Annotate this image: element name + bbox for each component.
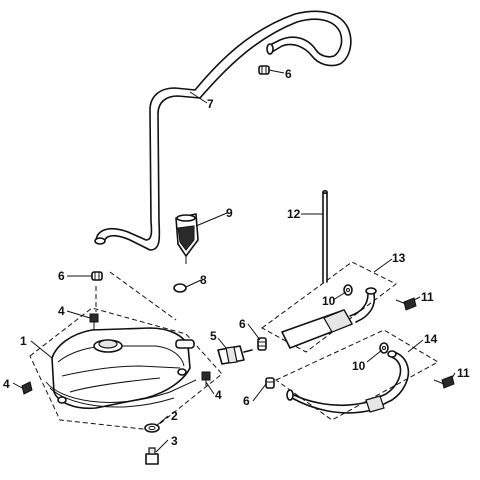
callout-12: 12 bbox=[287, 207, 301, 221]
callout-6-top: 6 bbox=[285, 67, 292, 81]
callout-4-left: 4 bbox=[3, 377, 10, 391]
washer-10-upper bbox=[343, 284, 353, 296]
hose-clip-6-left bbox=[91, 271, 103, 281]
o-ring-8 bbox=[173, 283, 187, 293]
callout-5: 5 bbox=[210, 329, 217, 343]
hose-clip-6-mid bbox=[257, 337, 267, 351]
callout-11-lower: 11 bbox=[457, 366, 470, 380]
fuel-cap-9 bbox=[175, 213, 199, 264]
breather-hose-7 bbox=[94, 10, 352, 251]
vent-rod-12 bbox=[322, 190, 328, 283]
callout-3: 3 bbox=[171, 434, 178, 448]
callout-14: 14 bbox=[424, 332, 438, 346]
bolt-11-lower bbox=[433, 375, 455, 389]
callout-2: 2 bbox=[171, 409, 178, 423]
washer-10-lower bbox=[379, 342, 389, 354]
drain-bolt-3 bbox=[145, 447, 159, 465]
fuel-pipe-assembly-13 bbox=[261, 261, 397, 353]
bolt-4-top bbox=[89, 313, 99, 330]
bolt-11-upper bbox=[395, 297, 417, 311]
callout-9: 9 bbox=[226, 206, 233, 220]
callout-6-low: 6 bbox=[243, 394, 250, 408]
callout-6-left: 6 bbox=[58, 269, 65, 283]
fuel-pipe-assembly-14 bbox=[275, 329, 440, 421]
callouts: 6 7 9 8 12 13 10 11 6 6 4 1 4 5 4 2 3 6 … bbox=[3, 67, 470, 448]
fuel-tank-1 bbox=[29, 271, 223, 431]
callout-4-right: 4 bbox=[215, 388, 222, 402]
callout-4-top: 4 bbox=[58, 304, 65, 318]
hose-clip-6-top bbox=[258, 65, 270, 75]
washer-2 bbox=[144, 423, 160, 433]
callout-13: 13 bbox=[392, 251, 406, 265]
callout-1: 1 bbox=[20, 334, 27, 348]
fuel-valve-5 bbox=[217, 345, 253, 365]
callout-7: 7 bbox=[207, 97, 214, 111]
leader-lines bbox=[12, 69, 456, 453]
callout-6-mid: 6 bbox=[239, 317, 246, 331]
bolt-4-right bbox=[201, 371, 211, 386]
callout-10-upper: 10 bbox=[322, 294, 336, 308]
callout-10-lower: 10 bbox=[352, 359, 366, 373]
hose-clip-6-low bbox=[265, 377, 275, 389]
callout-8: 8 bbox=[200, 273, 207, 287]
callout-11-upper: 11 bbox=[421, 290, 434, 304]
bolt-4-left bbox=[21, 381, 33, 395]
